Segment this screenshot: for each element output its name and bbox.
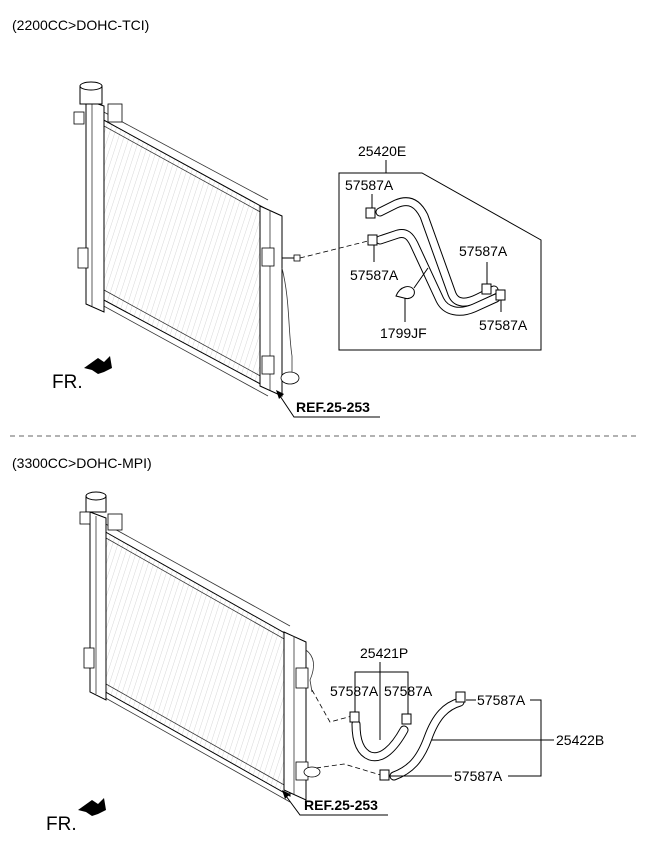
- hose-25421P: [351, 719, 409, 762]
- clamp-icon-2c: [455, 691, 466, 703]
- bracket-icon: [395, 267, 429, 299]
- part-label-clamp-2b: 57587A: [384, 683, 433, 699]
- part-label-25421P: 25421P: [360, 645, 408, 661]
- front-direction-arrow-2: [78, 798, 106, 816]
- section-2-header: (3300CC>DOHC-MPI): [12, 455, 152, 471]
- clamp-icon-1b: [367, 234, 378, 246]
- hose-25422B: [389, 697, 465, 781]
- connector-dash-1: [299, 239, 373, 259]
- part-label-1799JF: 1799JF: [380, 325, 427, 341]
- leader-25422B-bracket: [508, 699, 542, 777]
- connector-dash-2b: [315, 763, 385, 777]
- oil-cooler-hose-1: [375, 197, 501, 316]
- reference-leader-2: [282, 790, 388, 816]
- part-label-25422B: 25422B: [556, 732, 604, 748]
- connector-dash-2a: [311, 689, 353, 723]
- part-label-clamp-2a: 57587A: [330, 683, 379, 699]
- clamp-icon-1d: [495, 289, 506, 301]
- radiator-1: [73, 81, 301, 397]
- part-label-clamp-2c: 57587A: [477, 692, 526, 708]
- section-1-header: (2200CC>DOHC-TCI): [12, 17, 149, 33]
- reference-label-2: REF.25-253: [304, 797, 378, 813]
- front-label-2: FR.: [46, 814, 77, 835]
- kit-box: [338, 172, 542, 351]
- clamp-icon-2b: [401, 713, 412, 725]
- part-label-clamp-1b: 57587A: [350, 267, 399, 283]
- leader-25421P-bracket: [354, 671, 409, 700]
- clamp-icon-2a: [349, 711, 360, 723]
- part-label-25420E: 25420E: [358, 143, 406, 159]
- front-direction-arrow-1: [84, 356, 112, 374]
- part-label-clamp-1a: 57587A: [345, 177, 394, 193]
- radiator-2: [79, 491, 321, 803]
- reference-leader-1: [276, 390, 380, 418]
- clamp-icon-1a: [365, 207, 376, 219]
- reference-label-1: REF.25-253: [296, 399, 370, 415]
- part-label-clamp-1c: 57587A: [459, 243, 508, 259]
- part-label-clamp-2d: 57587A: [454, 768, 503, 784]
- clamp-icon-2d: [379, 769, 390, 781]
- clamp-icon-1c: [481, 283, 492, 295]
- part-label-clamp-1d: 57587A: [479, 317, 528, 333]
- front-label-1: FR.: [52, 372, 83, 393]
